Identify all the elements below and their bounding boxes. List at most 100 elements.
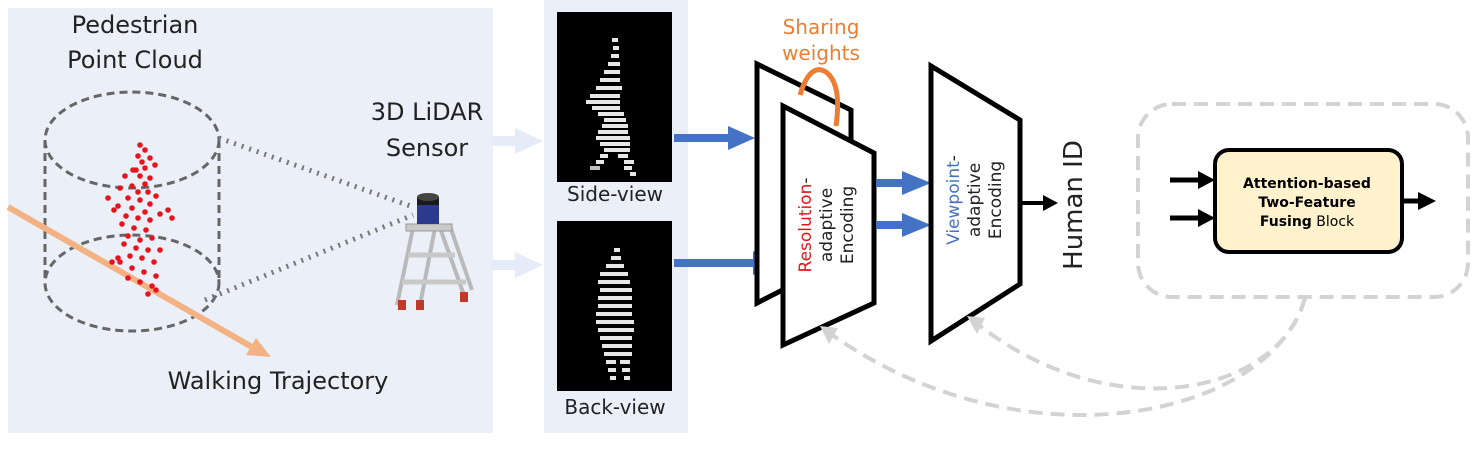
fusion-keyword: Fusing (1260, 214, 1312, 230)
viewpoint-encoder-line1: Viewpoint- (944, 155, 964, 245)
point-cloud-dot (145, 291, 151, 297)
resolution-encoder-line3: Encoding (838, 186, 858, 264)
silhouette-bar (612, 38, 618, 42)
point-cloud-dot (142, 165, 148, 171)
sensor-label-line1: 3D LiDAR (371, 98, 484, 126)
silhouette-bar (598, 304, 632, 308)
point-cloud-dot (119, 221, 125, 227)
silhouette-bar (611, 54, 619, 58)
silhouette-bar (606, 264, 624, 268)
point-cloud-dot (115, 255, 121, 261)
point-cloud-dot (135, 153, 141, 159)
fusion-block-line3: Fusing Block (1260, 214, 1355, 230)
silhouette-bar (608, 368, 616, 372)
silhouette-bar (602, 344, 632, 348)
silhouette-bar (606, 360, 616, 364)
point-cloud-dot (137, 142, 143, 148)
silhouette-bar (624, 160, 634, 164)
fusion-return-arrowheads (820, 316, 985, 344)
silhouette-bar (604, 70, 620, 74)
silhouette-bar (618, 154, 628, 158)
point-cloud-dot (157, 247, 163, 253)
sensor-field-of-view (204, 135, 414, 303)
viewpoint-keyword: Viewpoint (944, 161, 964, 245)
point-cloud-dot (145, 189, 151, 195)
silhouette-bar (596, 86, 622, 90)
pedestrian-points (105, 142, 175, 297)
point-cloud-dot (153, 273, 159, 279)
sensor-label-line2: Sensor (386, 134, 468, 162)
point-cloud-dot (153, 287, 159, 293)
silhouette-bar (600, 272, 628, 276)
point-cloud-dot (137, 237, 143, 243)
point-cloud-dot (165, 207, 171, 213)
fusion-input-arrows (1170, 171, 1215, 227)
resolution-keyword: Resolution (796, 184, 816, 273)
point-cloud-dot (129, 265, 135, 271)
silhouette-bar (600, 336, 632, 340)
point-cloud-dot (133, 245, 139, 251)
silhouette-bar (610, 376, 616, 380)
pedestrian-label-line1: Pedestrian (72, 11, 199, 39)
sharing-weights-line1: Sharing (783, 15, 860, 39)
silhouette-bar (611, 256, 621, 260)
point-cloud-dot (115, 203, 121, 209)
point-cloud-dot (147, 175, 153, 181)
point-cloud-dot (149, 283, 155, 289)
point-cloud-dot (142, 209, 148, 215)
fusion-block-line1: Attention-based (1243, 176, 1371, 192)
silhouette-bar (598, 296, 632, 300)
silhouette-bar (604, 118, 626, 122)
back-view-label: Back-view (564, 395, 665, 419)
point-cloud-dot (125, 195, 131, 201)
output-arrow (1022, 195, 1058, 211)
silhouette-bar (600, 78, 620, 82)
point-cloud-dot (135, 189, 141, 195)
silhouette-bar (604, 352, 632, 356)
point-cloud-dot (143, 227, 149, 233)
point-cloud-dot (125, 275, 131, 281)
point-cloud-dot (139, 255, 145, 261)
silhouette-bar (614, 248, 620, 252)
point-cloud-dot (135, 215, 141, 221)
point-cloud-dot (147, 217, 153, 223)
silhouette-bar (596, 320, 634, 324)
silhouette-bar (586, 100, 620, 104)
silhouette-bar (600, 154, 608, 158)
point-cloud-dot (137, 173, 143, 179)
viewpoint-encoder (928, 61, 1023, 346)
scene-panel (8, 8, 493, 433)
silhouette-bar (613, 46, 619, 50)
point-cloud-dot (153, 193, 159, 199)
sharing-weights-line2: weights (782, 41, 860, 65)
fusion-return-curves (826, 297, 1307, 417)
point-cloud-dot (139, 159, 145, 165)
silhouette-bar (590, 166, 600, 170)
point-cloud-dot (147, 155, 153, 161)
silhouette-bar (600, 142, 630, 146)
point-cloud-dot (105, 195, 111, 201)
point-cloud-dot (123, 213, 129, 219)
resolution-encoder (780, 101, 877, 349)
resolution-hyphen: - (796, 178, 816, 184)
silhouette-bar (596, 136, 630, 140)
silhouette-bar (590, 94, 620, 98)
point-cloud-dot (122, 173, 128, 179)
silhouette-bar (608, 62, 620, 66)
point-cloud-dot (109, 259, 115, 265)
point-cloud-dot (127, 253, 133, 259)
silhouette-bar (604, 148, 630, 152)
point-cloud-dot (131, 225, 137, 231)
point-cloud-dot (133, 167, 139, 173)
fusion-block-line2: Two-Feature (1258, 195, 1355, 211)
encoder-to-encoder-arrows (876, 171, 931, 237)
fusion-block-word: Block (1312, 214, 1355, 230)
side-view-label: Side-view (567, 182, 663, 206)
point-cloud-dot (145, 247, 151, 253)
lidar-sensor-icon (395, 193, 474, 310)
point-cloud-dot (142, 181, 148, 187)
point-cloud-dot (152, 162, 158, 168)
silhouette-bar (598, 112, 624, 116)
trajectory-label: Walking Trajectory (168, 367, 389, 395)
point-cloud-dot (137, 197, 143, 203)
